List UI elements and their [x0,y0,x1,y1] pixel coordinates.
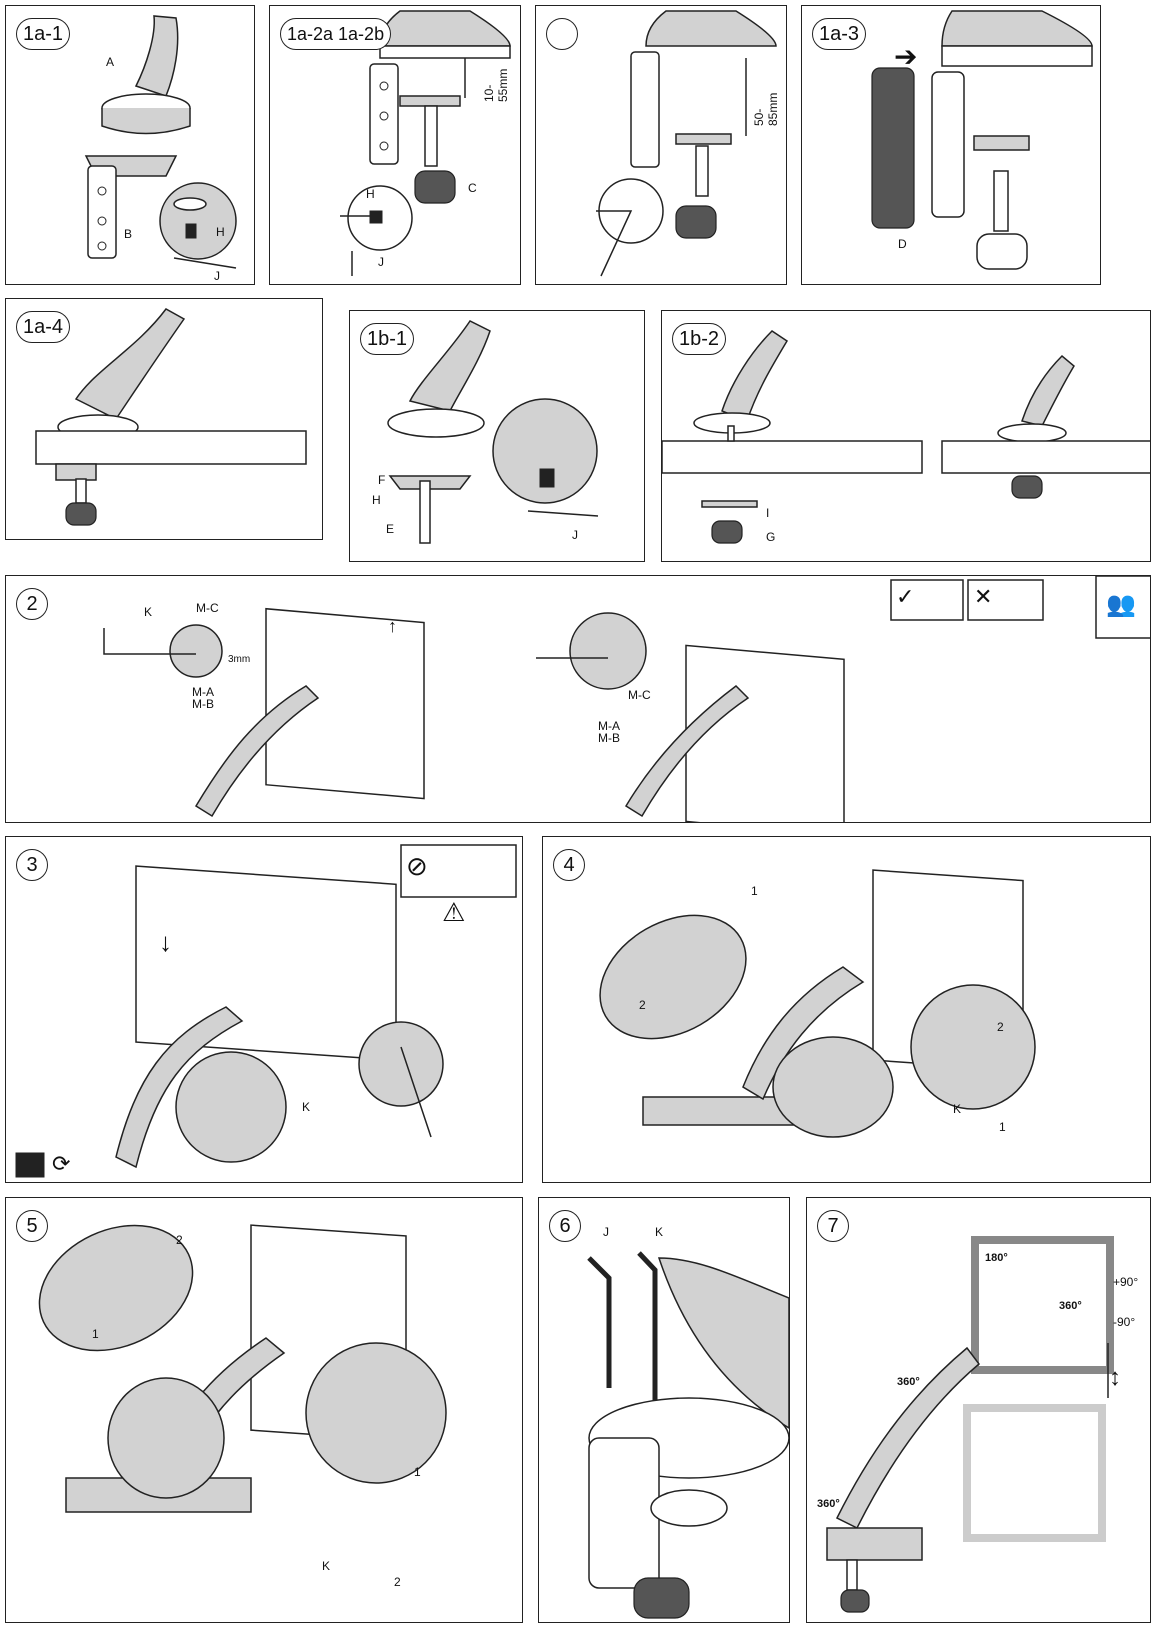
label-MB: M-B [598,731,620,745]
rotate-arrow-icon: ⟳ [52,1151,71,1176]
rotation-180-label: 180° [985,1252,1008,1264]
tool-storage-illustration [587,1251,789,1619]
step-badge: 2 [16,588,48,620]
grommet-mount-illustration [662,330,1150,544]
label-G: G [766,530,776,544]
rotation-360-label: 360° [1059,1300,1082,1312]
tension-adjust-illustration [103,576,1150,822]
label-MC: M-C [628,688,651,702]
step-badge [546,18,578,50]
label-F: F [378,473,386,487]
label-A: A [106,55,115,69]
step-badge: 4 [553,849,585,881]
label-MA: M-A [598,719,620,733]
label-K: K [144,605,153,619]
prohibited-icon: ⊘ [406,851,428,881]
adjustment-range-illustration [826,1236,1114,1613]
step-badge: 7 [817,1210,849,1242]
step-badge: 1a-3 [812,18,867,50]
step-number-1: 1 [999,1120,1006,1134]
step-number-2: 2 [176,1233,183,1247]
gap-label: 3mm [228,654,251,665]
step-number-2: 2 [639,998,646,1012]
checkmark-icon: ✓ [896,584,915,609]
panel-1a-2: 1a-2a 1a-2b 10-55mm C H J [269,5,521,285]
step-number-2: 2 [394,1575,401,1589]
label-K: K [302,1100,311,1114]
clamp-cover-illustration [871,10,1093,270]
label-D: D [898,237,907,251]
step-badge: 1a-4 [16,311,71,343]
mounted-base-illustration [35,308,307,526]
panel-6: 6 J K [538,1197,790,1623]
tilt-down-label: -90° [1113,1315,1136,1329]
clamp-base-illustration [84,15,237,269]
panel-7: 7 180° 360° 360° 360° +90° -90° ↕ [806,1197,1151,1623]
step-badge: 1a-1 [16,18,71,50]
panel-4: 4 K 1 2 2 1 [542,836,1151,1183]
panel-1b-2: 1b-2 I G [661,310,1151,562]
label-J: J [378,255,384,269]
panel-5: 5 K 2 1 1 2 [5,1197,523,1623]
up-down-arrow-icon: ↕ [1109,1364,1121,1391]
clamp-height-illustration [340,10,511,276]
label-I: I [766,506,770,520]
label-MC: M-C [196,601,219,615]
panel-2: 2 ✓ ✕ 👥 ↑ K M-C M-A M-B 3mm M-C M-A M-B [5,575,1151,823]
panel-3: 3 ↓ ⚠ ⊘ ⟳ K [5,836,523,1183]
step-number-1: 1 [92,1327,99,1341]
arm-tension-illustration-b [38,1224,447,1513]
monitor-mount-illustration [15,844,517,1178]
label-J: J [572,528,578,542]
label-H: H [216,225,225,239]
panel-1b-1: 1b-1 F H E J [349,310,645,562]
step-badge: 6 [549,1210,581,1242]
label-H: H [366,187,375,201]
label-J: J [214,269,220,283]
panel-1a-3: 1a-3 ➔ D [801,5,1101,285]
cross-icon: ✕ [974,584,993,609]
panel-1a-1: 1a-1 A B H J [5,5,255,285]
label-MB: M-B [192,697,214,711]
panel-1a-2c: 50-85mm [535,5,787,285]
right-arrow-icon: ➔ [894,41,918,72]
tilt-up-label: +90° [1113,1275,1139,1289]
dimension-label: 10-55mm [482,68,510,102]
step-badge: 5 [16,1210,48,1242]
label-K: K [953,1102,962,1116]
rotation-360-label: 360° [897,1376,920,1388]
clamp-height-illustration-b [596,10,777,277]
dimension-label: 50-85mm [752,92,780,126]
label-B: B [124,227,133,241]
two-person-lift-icon: 👥 [1106,591,1136,618]
grommet-base-illustration [387,320,599,544]
step-number-1: 1 [414,1465,421,1479]
arm-tension-illustration [599,869,1036,1138]
label-K: K [655,1225,664,1239]
label-H: H [372,493,381,507]
warning-triangle-icon: ⚠ [442,897,466,927]
down-arrow-icon: ↓ [159,927,172,957]
step-number-2: 2 [997,1020,1004,1034]
step-number-1: 1 [751,884,758,898]
label-K: K [322,1559,331,1573]
label-J: J [603,1225,609,1239]
label-MA: M-A [192,685,214,699]
step-badge: 1a-2a 1a-2b [280,18,392,50]
step-badge: 1b-2 [672,323,727,355]
step-badge: 1b-1 [360,323,415,355]
step-badge: 3 [16,849,48,881]
panel-1a-4: 1a-4 [5,298,323,540]
label-C: C [468,181,477,195]
rotation-360-label: 360° [817,1498,840,1510]
label-E: E [386,522,395,536]
up-arrow-icon: ↑ [388,616,397,636]
